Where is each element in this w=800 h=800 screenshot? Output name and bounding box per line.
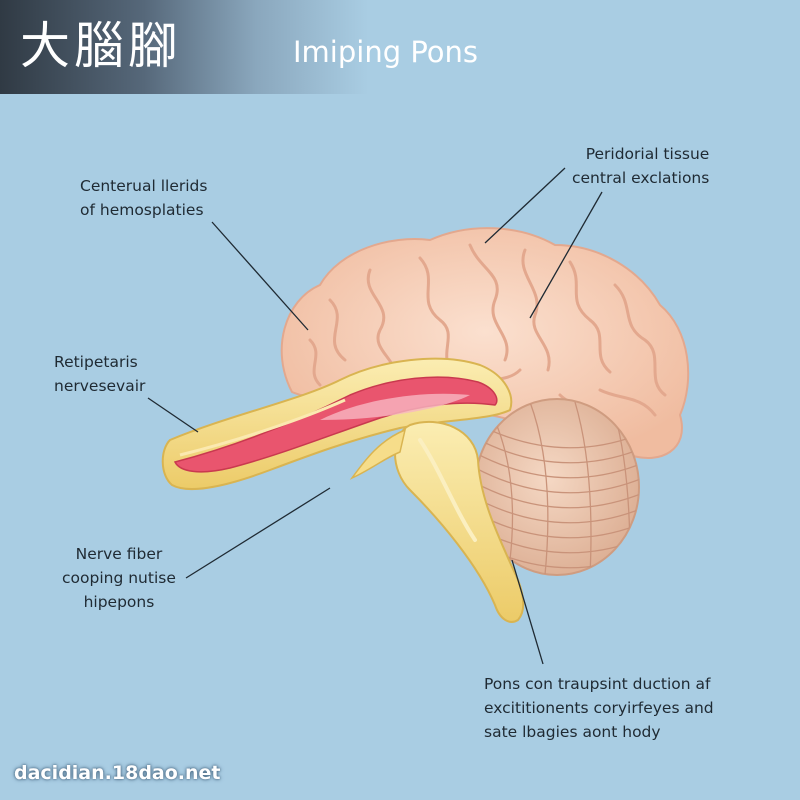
brainstem <box>349 420 525 623</box>
label-line: nervesevair <box>54 377 146 395</box>
label-line: hipepons <box>83 593 155 611</box>
leader-line-bottom-right <box>511 559 544 665</box>
nerve-tract <box>161 357 513 491</box>
label-lower-left: Nerve fiber cooping nutise hipepons <box>62 542 176 614</box>
label-line: of hemosplaties <box>80 201 204 219</box>
label-line: excititionents coryirfeyes and <box>484 699 714 717</box>
leader-lines <box>147 167 603 665</box>
leader-line-top-right-1 <box>484 167 566 244</box>
watermark: dacidian.18dao.net <box>14 762 221 784</box>
label-line: sate lbagies aont hody <box>484 723 661 741</box>
label-top-left: Centerual llerids of hemosplaties <box>80 174 207 222</box>
cjk-title: 大腦腳 <box>20 17 182 75</box>
diagram-title: Imiping Pons <box>293 35 479 69</box>
label-line: central exclations <box>572 169 710 187</box>
label-line: Peridorial tissue <box>585 145 710 163</box>
label-line: cooping nutise <box>62 569 176 587</box>
label-mid-left: Retipetaris nervesevair <box>54 350 145 398</box>
leader-line-lower-left <box>185 487 331 579</box>
label-line: Nerve fiber <box>75 545 163 563</box>
leader-line-top-left <box>211 221 309 331</box>
label-bottom-right: Pons con traupsint duction af excitition… <box>484 672 714 744</box>
label-line: Retipetaris <box>54 353 138 371</box>
label-line: Pons con traupsint duction af <box>484 675 711 693</box>
label-line: Centerual llerids <box>80 177 208 195</box>
header-band <box>0 0 800 94</box>
leader-line-mid-left <box>147 397 199 433</box>
cerebellum <box>474 398 640 576</box>
label-top-right: Peridorial tissue central exclations <box>572 142 709 190</box>
leader-line-top-right-2 <box>529 191 603 319</box>
